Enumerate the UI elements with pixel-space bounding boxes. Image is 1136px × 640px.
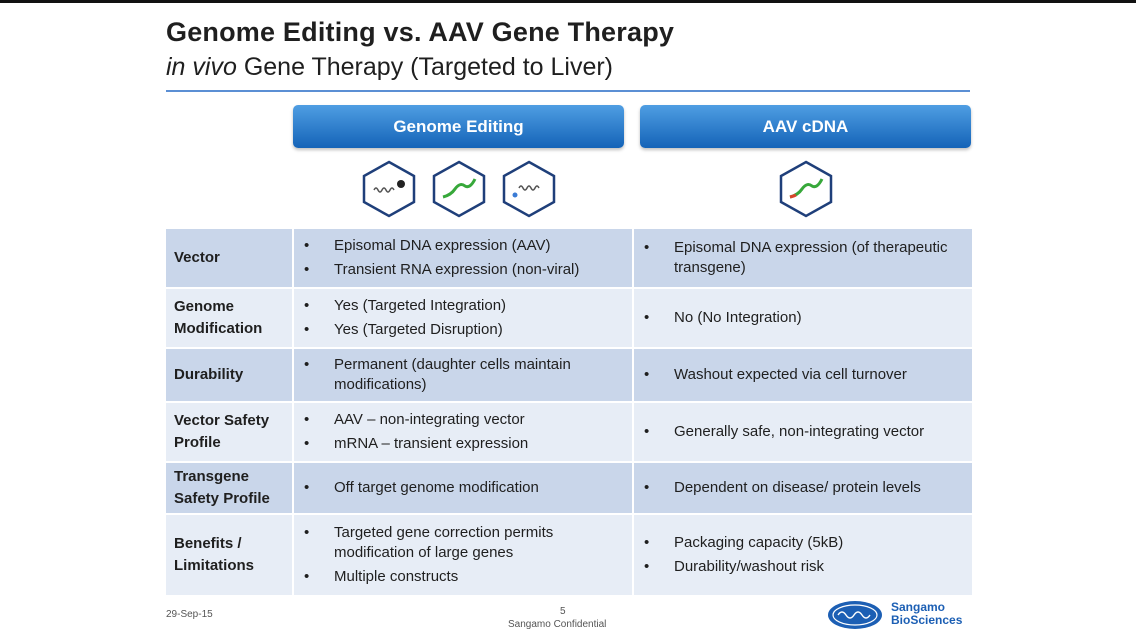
slide-subtitle: in vivo Gene Therapy (Targeted to Liver) bbox=[166, 53, 613, 82]
aav-cell: • No (No Integration) bbox=[634, 289, 972, 347]
logo-line-1: Sangamo bbox=[891, 600, 946, 614]
confidential-label: Sangamo Confidential bbox=[508, 619, 607, 630]
bullet-icon: • bbox=[644, 558, 650, 575]
bullet-text: Off target genome modification bbox=[334, 479, 539, 496]
subtitle-text: Gene Therapy (Targeted to Liver) bbox=[243, 53, 614, 81]
footer-date: 29-Sep-15 bbox=[166, 609, 213, 620]
bullet-icon: • bbox=[644, 239, 650, 256]
bullet-item: • Permanent (daughter cells maintain modi… bbox=[304, 355, 632, 395]
bullet-item: • Dependent on disease/ protein levels bbox=[644, 478, 972, 498]
page-number: 5 bbox=[560, 606, 566, 617]
row-label: Genome Modification bbox=[166, 289, 292, 347]
bullet-text: Targeted gene correction permits modific… bbox=[334, 524, 554, 561]
dna-strand-icon bbox=[779, 160, 832, 218]
bullet-text: Durability/washout risk bbox=[674, 558, 825, 575]
bullet-item: • Generally safe, non-integrating vector bbox=[644, 422, 972, 442]
bullet-item: • Packaging capacity (5kB) bbox=[644, 533, 972, 553]
bullet-item: • Washout expected via cell turnover bbox=[644, 365, 972, 385]
logo-text: Sangamo BioSciences bbox=[891, 601, 962, 627]
bullet-item: • Off target genome modification bbox=[304, 478, 632, 498]
genome-editing-cell: • Targeted gene correction permits modifi… bbox=[294, 515, 632, 595]
bullet-icon: • bbox=[304, 321, 310, 338]
genome-editing-icons bbox=[293, 159, 624, 219]
sangamo-logo-icon bbox=[828, 601, 882, 629]
genome-editing-header: Genome Editing bbox=[293, 105, 624, 148]
bullet-icon: • bbox=[304, 435, 310, 452]
genome-editing-cell: • AAV – non-integrating vector • mRNA – tra… bbox=[294, 403, 632, 461]
title-rule bbox=[166, 90, 970, 92]
comparison-table: Vector•Episomal DNA expression (AAV)•Tra… bbox=[166, 229, 972, 597]
bullet-icon: • bbox=[644, 423, 650, 440]
aav-cell: • Washout expected via cell turnover bbox=[634, 349, 972, 401]
aav-cdna-header: AAV cDNA bbox=[640, 105, 971, 148]
table-row: Transgene Safety Profile • Off target geno… bbox=[166, 463, 972, 515]
bullet-item: • No (No Integration) bbox=[644, 308, 972, 328]
bullet-text: Permanent (daughter cells maintain modif… bbox=[334, 356, 571, 393]
top-border bbox=[0, 0, 1136, 3]
bullet-text: Multiple constructs bbox=[334, 568, 459, 585]
bullet-item: • Yes (Targeted Integration) bbox=[304, 296, 632, 316]
aav-cell: • Generally safe, non-integrating vector bbox=[634, 403, 972, 461]
row-label: Vector bbox=[166, 229, 292, 287]
bullet-text: Generally safe, non-integrating vector bbox=[674, 423, 925, 440]
genome-editing-cell: • Yes (Targeted Integration) • Yes (Targete… bbox=[294, 289, 632, 347]
slide: Genome Editing vs. AAV Gene Therapy in v… bbox=[0, 3, 1136, 640]
bullet-item: • Transient RNA expression (non-viral) bbox=[304, 260, 632, 280]
genome-editing-cell: • Off target genome modification bbox=[294, 463, 632, 513]
row-label: Vector Safety Profile bbox=[166, 403, 292, 461]
bullet-icon: • bbox=[644, 534, 650, 551]
row-label: Benefits / Limitations bbox=[166, 515, 292, 595]
bullet-item: • Targeted gene correction permits modifi… bbox=[304, 523, 632, 563]
bullet-item: • Episomal DNA expression (AAV) bbox=[304, 236, 632, 256]
bullet-text: Dependent on disease/ protein levels bbox=[674, 479, 921, 496]
table-row: Vector • Episomal DNA expression (AAV) • Tra… bbox=[166, 229, 972, 289]
bullet-text: Yes (Targeted Disruption) bbox=[334, 321, 503, 338]
bullet-text: AAV – non-integrating vector bbox=[334, 411, 525, 428]
bullet-text: Episomal DNA expression (AAV) bbox=[334, 237, 551, 254]
bullet-icon: • bbox=[304, 261, 310, 278]
bullet-text: No (No Integration) bbox=[674, 309, 802, 326]
aav-cell: • Dependent on disease/ protein levels bbox=[634, 463, 972, 513]
row-label: Transgene Safety Profile bbox=[166, 463, 292, 513]
bullet-icon: • bbox=[304, 297, 310, 314]
dna-zinc-finger-icon bbox=[362, 160, 415, 218]
bullet-item: • Yes (Targeted Disruption) bbox=[304, 320, 632, 340]
bullet-text: Packaging capacity (5kB) bbox=[674, 534, 844, 551]
bullet-icon: • bbox=[304, 356, 310, 373]
bullet-text: mRNA – transient expression bbox=[334, 435, 529, 452]
bullet-text: Yes (Targeted Integration) bbox=[334, 297, 507, 314]
table-row: Durability • Permanent (daughter cells mai… bbox=[166, 349, 972, 403]
bullet-icon: • bbox=[644, 309, 650, 326]
dna-strand-icon bbox=[432, 160, 485, 218]
table-row: Vector Safety Profile • AAV – non-integrat… bbox=[166, 403, 972, 463]
dna-nuclease-icon bbox=[502, 160, 555, 218]
bullet-text: Transient RNA expression (non-viral) bbox=[334, 261, 580, 278]
table-row: Benefits / Limitations • Targeted gene cor… bbox=[166, 515, 972, 597]
row-label: Durability bbox=[166, 349, 292, 401]
bullet-text: Washout expected via cell turnover bbox=[674, 366, 907, 383]
logo-line-2: BioSciences bbox=[891, 613, 963, 627]
genome-editing-cell: • Permanent (daughter cells maintain modi… bbox=[294, 349, 632, 401]
slide-title: Genome Editing vs. AAV Gene Therapy bbox=[166, 17, 675, 47]
bullet-icon: • bbox=[644, 479, 650, 496]
bullet-item: • Episomal DNA expression (of therapeutic… bbox=[644, 238, 972, 278]
bullet-icon: • bbox=[304, 237, 310, 254]
genome-editing-cell: • Episomal DNA expression (AAV) • Transient… bbox=[294, 229, 632, 287]
bullet-icon: • bbox=[304, 524, 310, 541]
bullet-icon: • bbox=[304, 568, 310, 585]
bullet-item: • Multiple constructs bbox=[304, 567, 632, 587]
bullet-item: • AAV – non-integrating vector bbox=[304, 410, 632, 430]
aav-icons bbox=[640, 159, 971, 219]
bullet-icon: • bbox=[304, 411, 310, 428]
bullet-item: • mRNA – transient expression bbox=[304, 434, 632, 454]
bullet-icon: • bbox=[644, 366, 650, 383]
subtitle-italic: in vivo bbox=[166, 53, 237, 81]
table-row: Genome Modification • Yes (Targeted Integr… bbox=[166, 289, 972, 349]
bullet-item: • Durability/washout risk bbox=[644, 557, 972, 577]
bullet-text: Episomal DNA expression (of therapeutic … bbox=[674, 239, 948, 276]
aav-cell: • Episomal DNA expression (of therapeutic… bbox=[634, 229, 972, 287]
aav-cell: • Packaging capacity (5kB) • Durability/was… bbox=[634, 515, 972, 595]
bullet-icon: • bbox=[304, 479, 310, 496]
